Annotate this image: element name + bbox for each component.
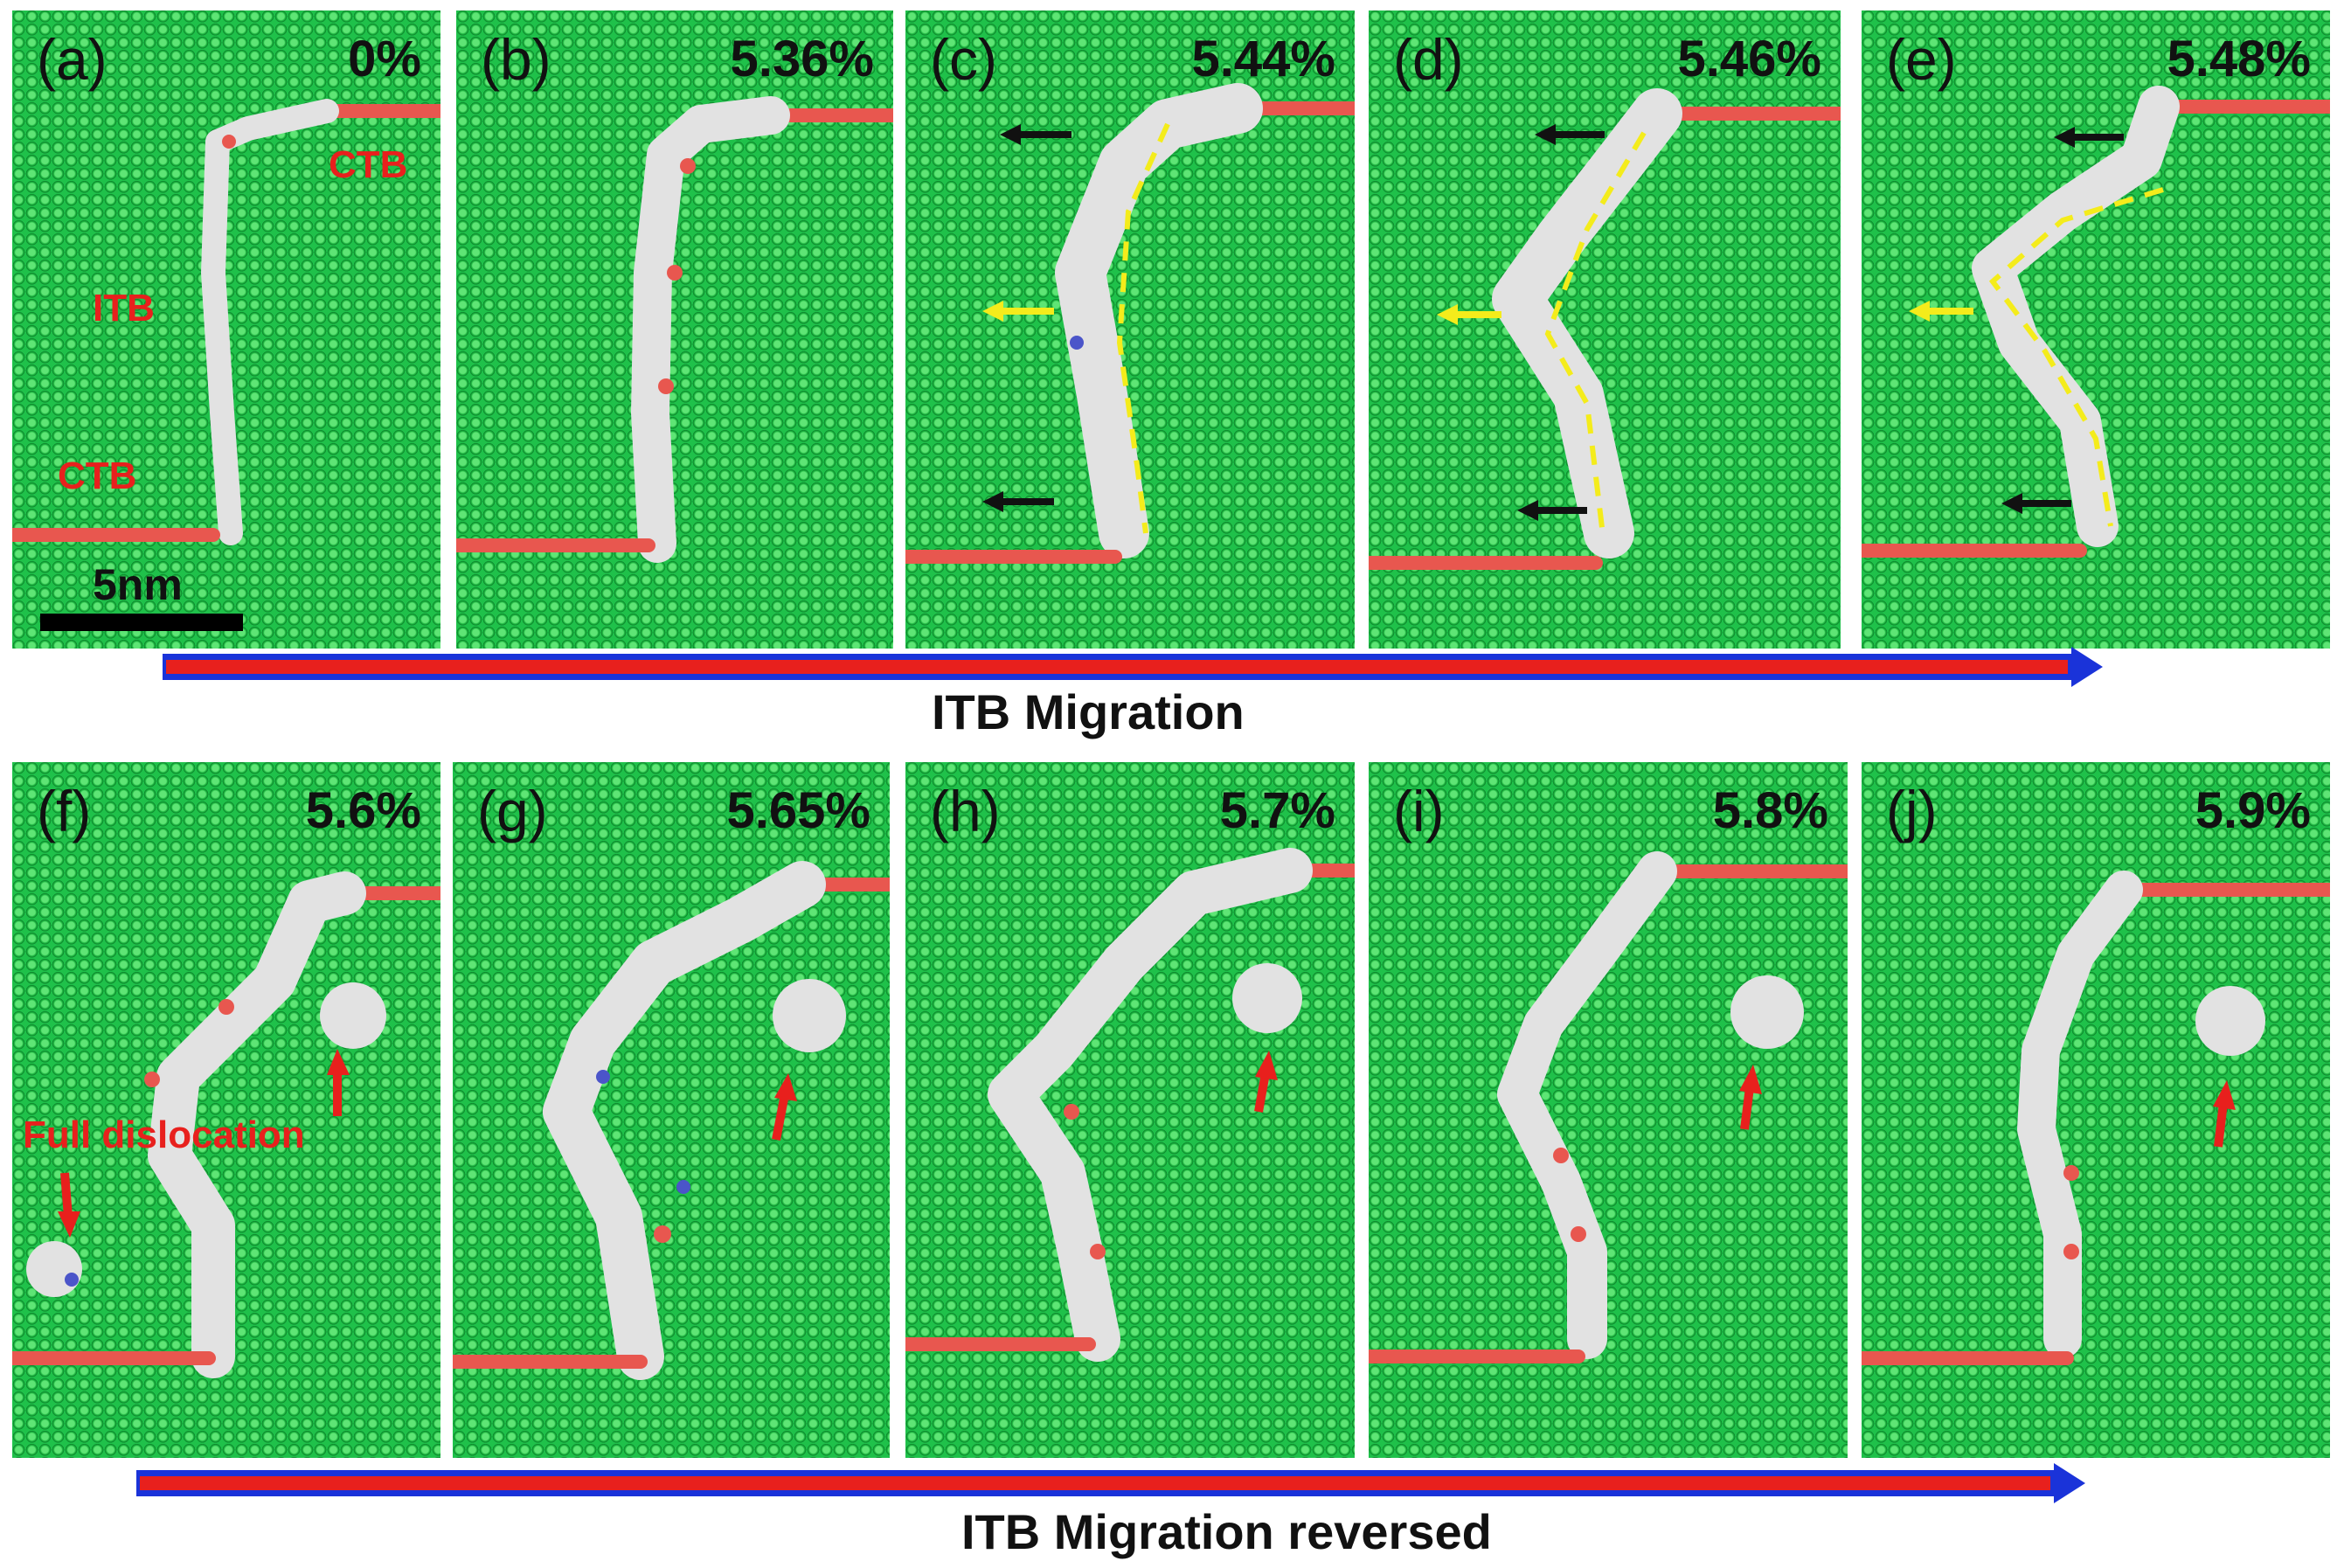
strain-value-d: 5.46% — [1677, 31, 1821, 87]
atom-structure-b — [456, 96, 893, 563]
itb-label: ITB — [93, 287, 155, 330]
panel-f: (f) 5.6% Full dislocation — [12, 762, 440, 1458]
atom-structure-g — [453, 861, 890, 1380]
panel-b: (b) 5.36% — [456, 10, 893, 649]
panel-a: (a) 0% CTB ITB CTB 5nm — [12, 10, 440, 649]
strain-value-a: 0% — [348, 31, 421, 87]
strain-value-c: 5.44% — [1191, 31, 1335, 87]
panel-label-i: (i) — [1393, 779, 1445, 843]
panel-label-f: (f) — [37, 779, 92, 843]
atom-structure-a — [12, 99, 440, 545]
migration-label: ITB Migration — [932, 684, 1245, 739]
migration-reversed-arrow — [136, 1461, 2085, 1505]
strain-value-e: 5.48% — [2167, 31, 2311, 87]
panel-d: (d) 5.46% — [1369, 10, 1841, 649]
panel-label-a: (a) — [37, 27, 107, 92]
migration-arrow — [163, 645, 2103, 689]
panel-label-c: (c) — [930, 27, 997, 92]
strain-value-h: 5.7% — [1219, 782, 1335, 839]
atom-structure-f — [12, 871, 440, 1378]
atom-structure-e — [1862, 86, 2330, 558]
scale-bar-label: 5nm — [93, 560, 183, 609]
ctb-top-label: CTB — [329, 143, 408, 186]
panel-h: (h) 5.7% — [905, 762, 1355, 1458]
panel-label-e: (e) — [1886, 27, 1957, 92]
strain-value-b: 5.36% — [730, 31, 874, 87]
panel-j: (j) 5.9% — [1862, 762, 2330, 1458]
scale-bar — [40, 614, 243, 631]
panel-e: (e) 5.48% — [1862, 10, 2330, 649]
strain-value-g: 5.65% — [726, 782, 870, 839]
panel-label-b: (b) — [481, 27, 551, 92]
atom-structure-d — [1369, 88, 1841, 570]
panel-label-h: (h) — [930, 779, 1001, 843]
panel-label-g: (g) — [477, 779, 548, 843]
atom-structure-c — [905, 83, 1355, 564]
strain-value-i: 5.8% — [1712, 782, 1828, 839]
panel-c: (c) 5.44% — [905, 10, 1355, 649]
atom-structure-i — [1369, 851, 1848, 1363]
panel-g: (g) 5.65% — [453, 762, 890, 1458]
atom-structure-j — [1862, 871, 2330, 1365]
panel-label-d: (d) — [1393, 27, 1464, 92]
strain-value-j: 5.9% — [2195, 782, 2311, 839]
full-dislocation-label: Full dislocation — [23, 1114, 305, 1156]
panel-i: (i) 5.8% — [1369, 762, 1848, 1458]
migration-reversed-label: ITB Migration reversed — [961, 1504, 1492, 1559]
ctb-bottom-label: CTB — [58, 454, 137, 497]
strain-value-f: 5.6% — [305, 782, 421, 839]
atom-structure-h — [905, 848, 1355, 1362]
panel-label-j: (j) — [1886, 779, 1938, 843]
